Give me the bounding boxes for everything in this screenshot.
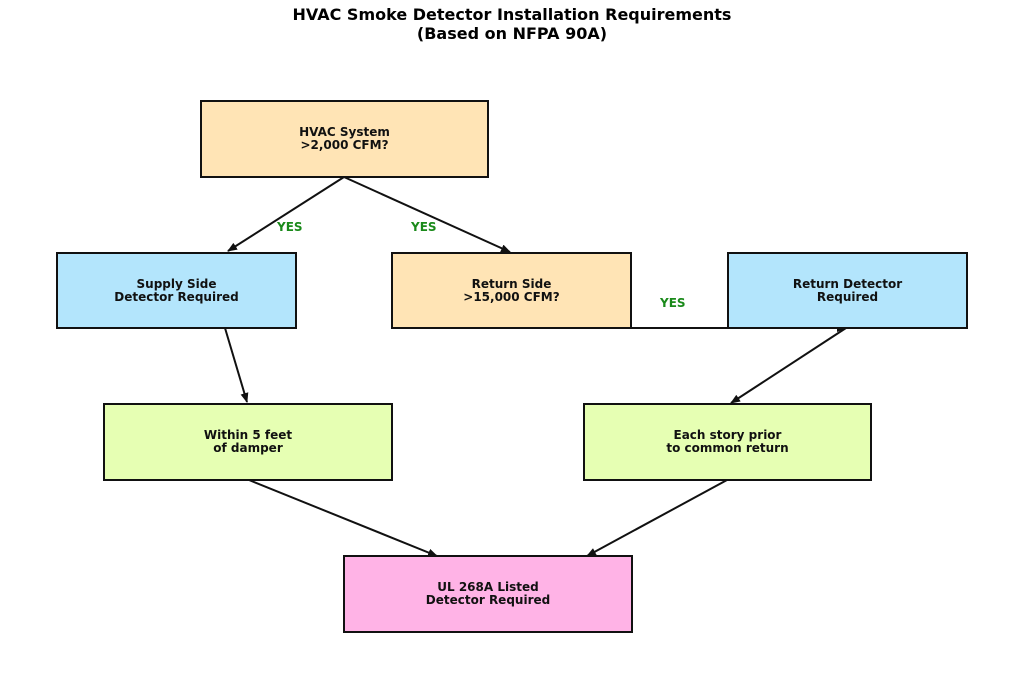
arrow-hvac-to-supply <box>227 176 345 252</box>
label-yes-supply: YES <box>277 220 303 234</box>
label-yes-return-detector: YES <box>660 296 686 310</box>
title-line-2: (Based on NFPA 90A) <box>416 24 608 43</box>
arrow-detector-to-each-story <box>730 327 847 404</box>
node-each-story: Each story prior to common return <box>583 403 872 481</box>
node-ul-268a: UL 268A Listed Detector Required <box>343 555 633 633</box>
arrow-supply-to-within <box>224 327 249 403</box>
node-return-detector: Return Detector Required <box>727 252 968 329</box>
label-yes-return: YES <box>411 220 437 234</box>
node-supply-side: Supply Side Detector Required <box>56 252 297 329</box>
arrow-within-to-ul <box>248 479 438 557</box>
arrow-hvac-to-return <box>343 176 511 253</box>
diagram-title: HVAC Smoke Detector Installation Require… <box>0 5 1024 43</box>
node-within-5-feet: Within 5 feet of damper <box>103 403 393 481</box>
title-line-1: HVAC Smoke Detector Installation Require… <box>292 5 732 24</box>
arrow-each-story-to-ul <box>586 479 728 557</box>
node-hvac-system: HVAC System >2,000 CFM? <box>200 100 489 178</box>
node-return-side: Return Side >15,000 CFM? <box>391 252 632 329</box>
